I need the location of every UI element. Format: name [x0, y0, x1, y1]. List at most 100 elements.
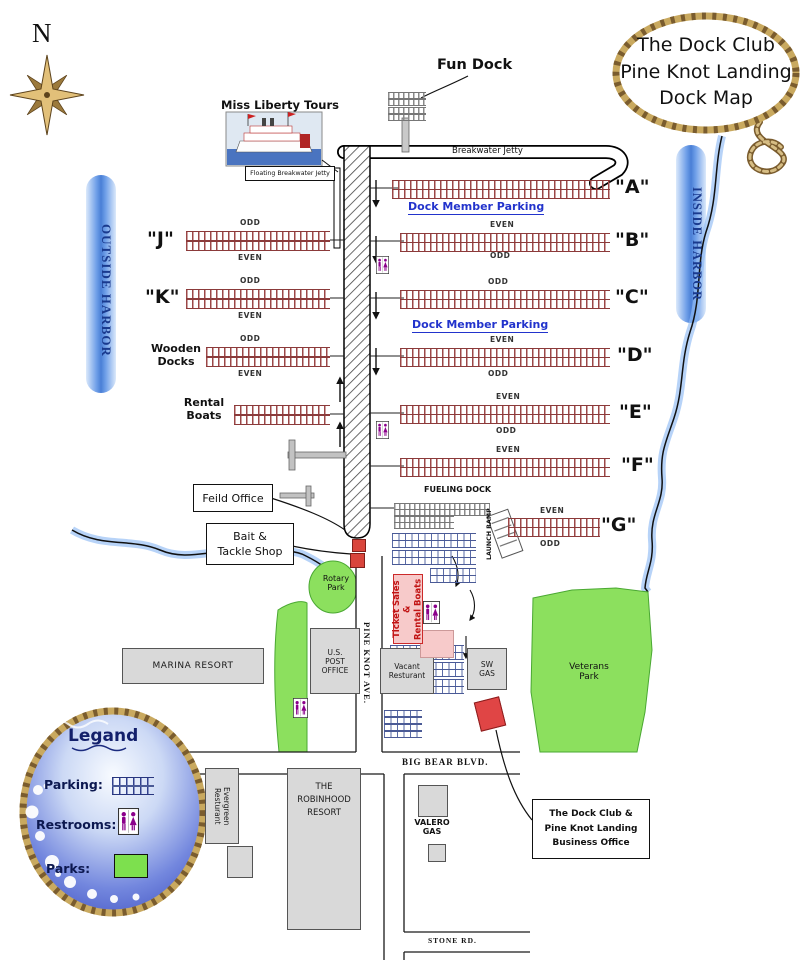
fueling-dock-piers [394, 503, 490, 516]
sw-gas-building: SW GAS [467, 648, 507, 690]
restroom-icon [118, 808, 139, 835]
dock-k-piers [186, 289, 330, 309]
dock-g-odd: ODD [540, 539, 561, 548]
legend-oval [19, 707, 207, 917]
dock-j-odd: ODD [240, 218, 261, 227]
bait-tackle-building-2 [350, 553, 365, 568]
restroom-icon [376, 421, 389, 439]
dock-e-piers [400, 405, 610, 424]
restroom-icon [293, 698, 308, 718]
breakwater-jetty-label: Breakwater Jetty [452, 146, 523, 156]
dock-a-piers [392, 180, 610, 199]
evergreen-restaurant-label: Evergreen Resturant [213, 786, 231, 826]
parking-legend-icon [112, 777, 154, 795]
dock-b-odd: ODD [490, 251, 511, 260]
title-oval [612, 12, 800, 134]
wooden-docks-odd: ODD [240, 334, 261, 343]
floating-breakwater-shape [333, 167, 341, 249]
parking-row [384, 724, 422, 738]
rental-boats-label: Rental Boats [183, 396, 225, 422]
fun-dock-spine [401, 117, 410, 153]
parking-row [430, 568, 476, 583]
dock-g-label: "G" [601, 514, 637, 536]
dock-k-even: EVEN [238, 311, 263, 320]
dock-k-label: "K" [145, 286, 180, 308]
stone-rd-label: STONE RD. [428, 936, 477, 945]
dock-member-parking-label-1: Dock Member Parking [408, 200, 545, 215]
dock-c-odd: ODD [488, 277, 509, 286]
dock-b-piers [400, 233, 610, 252]
dock-d-odd: ODD [488, 369, 509, 378]
dock-d-piers [400, 348, 610, 367]
pine-knot-ave-label: PINE KNOT AVE. [362, 622, 372, 704]
post-office-label: U.S. POST OFFICE [321, 647, 349, 675]
sw-gas-label: SW GAS [479, 660, 495, 678]
dock-e-even: EVEN [496, 392, 521, 401]
fun-dock-piers [388, 92, 426, 106]
marina-resort-label: MARINA RESORT [152, 661, 234, 671]
dock-e-odd: ODD [496, 426, 517, 435]
breakwater-jetty-shape [337, 145, 629, 190]
vacant-restaurant-label: Vacant Resturant [388, 662, 426, 680]
fueling-dock-label: FUELING DOCK [424, 485, 492, 494]
fun-dock-label: Fun Dock [437, 57, 513, 73]
legend-restrooms-label: Restrooms: [36, 817, 117, 832]
roads [168, 556, 530, 960]
legend-bubbles [25, 783, 140, 903]
dock-f-piers [400, 458, 610, 477]
parks-legend-icon [114, 854, 148, 878]
veterans-park-label: Veterans Park [569, 662, 609, 682]
small-gray-docks [279, 439, 347, 507]
inside-harbor-label: INSIDE HARBOR [690, 186, 704, 302]
dock-b-even: EVEN [490, 220, 515, 229]
rotary-park-label: Rotary Park [322, 574, 350, 592]
valero-gas-building [418, 785, 448, 817]
dock-j-piers [186, 231, 330, 251]
outside-harbor-label: OUTSIDE HARBOR [99, 223, 114, 357]
robinhood-resort-building: THE ROBINHOOD RESORT [287, 768, 361, 930]
parking-row [384, 710, 422, 724]
robinhood-resort-label: THE ROBINHOOD RESORT [297, 782, 351, 818]
launch-ramp-label: LAUNCH RAMP [486, 508, 493, 560]
floating-breakwater-label-box: Floating Breakwater Jetty [245, 166, 335, 181]
dock-a-label: "A" [615, 176, 650, 198]
dock-g-even: EVEN [540, 506, 565, 515]
small-building [428, 844, 446, 862]
dock-k-odd: ODD [240, 276, 261, 285]
map-title-line2: Pine Knot Landing [620, 60, 792, 83]
dock-e-label: "E" [619, 401, 652, 423]
wooden-docks-label: Wooden Docks [150, 342, 202, 368]
dock-g-piers [508, 518, 600, 537]
wooden-docks-even: EVEN [238, 369, 263, 378]
map-title-line3: Dock Map [659, 87, 753, 110]
dock-b-label: "B" [615, 229, 650, 251]
miss-liberty-photo [225, 111, 339, 173]
restroom-icon [423, 601, 440, 624]
dock-d-label: "D" [617, 344, 653, 366]
dock-d-even: EVEN [490, 335, 515, 344]
parking-row [392, 533, 476, 548]
evergreen-restaurant-building: Evergreen Resturant [205, 768, 239, 844]
dock-f-even: EVEN [496, 445, 521, 454]
bait-tackle-callout: Bait & Tackle Shop [206, 523, 294, 565]
ticket-sales-label: Ticket Sales & Rental Boats [392, 578, 424, 640]
small-building [227, 846, 253, 878]
feild-office-callout: Feild Office [193, 484, 273, 512]
map-title-line1: The Dock Club [637, 34, 775, 56]
parking-row [392, 550, 476, 565]
rope-tail [747, 119, 787, 175]
map-title: The Dock Club Pine Knot Landing Dock Map [620, 32, 792, 112]
dock-j-label: "J" [147, 228, 174, 250]
legend-parking-label: Parking: [44, 777, 103, 792]
floating-breakwater-label: Floating Breakwater Jetty [250, 170, 330, 177]
dock-member-parking-label-2: Dock Member Parking [412, 318, 549, 333]
rental-boats-piers [234, 405, 330, 425]
restroom-icon [376, 256, 389, 274]
legend-title: Legand [68, 726, 139, 746]
dock-walkways [330, 187, 404, 509]
ticket-sales-building: Ticket Sales & Rental Boats [392, 574, 424, 644]
marina-resort-building: MARINA RESORT [122, 648, 264, 684]
dock-c-piers [400, 290, 610, 309]
